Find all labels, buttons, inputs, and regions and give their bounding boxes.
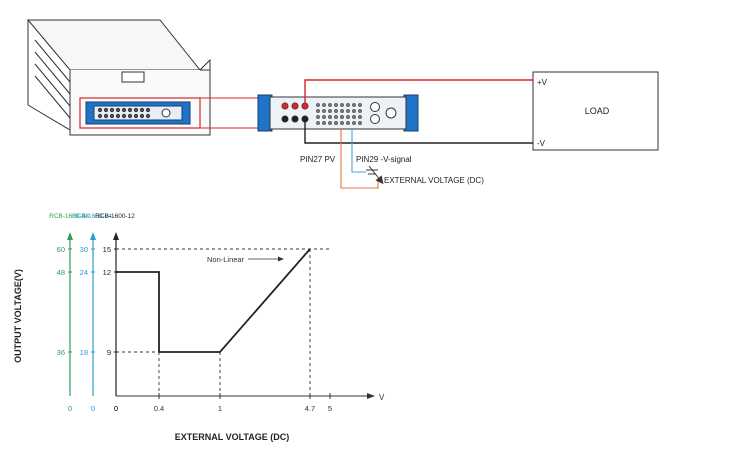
y-tick-label-rcb24: 18: [80, 348, 88, 357]
y-tick-label-rcb12: 0: [114, 404, 118, 413]
wiring: [304, 79, 533, 189]
connector-signal-pins: [316, 102, 363, 125]
y-axis-arrow-rcb12: [113, 232, 119, 240]
x-tick-label: 1: [218, 404, 222, 413]
y-tick-label-rcb48: 60: [57, 245, 65, 254]
y-axis-arrow-rcb24: [90, 232, 96, 240]
x-tick-label: 0: [114, 404, 118, 413]
y-tick-label-rcb12: 12: [103, 268, 111, 277]
y-tick-label-rcb24: 24: [80, 268, 88, 277]
zoom-callout-lines: [200, 97, 258, 129]
series-label-rcb12: RCB-1600-12: [95, 213, 135, 220]
x-axis-unit: V: [379, 393, 385, 402]
y-tick-label-rcb24: 30: [80, 245, 88, 254]
power-supply-illustration: [26, 19, 211, 136]
y-tick-label-rcb48: 0: [68, 404, 72, 413]
connector-black-pins: [281, 115, 309, 123]
external-voltage-source-symbol: [366, 165, 384, 185]
minus-v-label: -V: [537, 139, 546, 148]
y-tick-label-rcb12: 15: [103, 245, 111, 254]
y-tick-label-rcb48: 36: [57, 348, 65, 357]
psu-connector-pins: [97, 107, 171, 119]
output-voltage-chart: RCB-1600-48 0 36 48 60 RCB-1600-24 0 18 24 30 RCB-…: [13, 213, 385, 442]
positive-wire: [304, 79, 533, 106]
negative-wire: [304, 119, 533, 144]
non-linear-annotation-arrow: [278, 256, 284, 262]
pin29-label: PIN29 -V-signal: [356, 155, 412, 164]
load-box: [532, 71, 659, 151]
load-label: LOAD: [585, 106, 610, 116]
y-tick-label-rcb12: 9: [107, 348, 111, 357]
series-label-rcb48: RCB-1600-48: [49, 213, 89, 220]
output-voltage-line: [116, 248, 311, 353]
connector-red-pins: [281, 102, 309, 110]
x-axis-title: EXTERNAL VOLTAGE (DC): [175, 432, 290, 442]
y-axis-arrow-rcb48: [67, 232, 73, 240]
y-tick-label-rcb48: 48: [57, 268, 65, 277]
x-tick-label: 5: [328, 404, 332, 413]
pin29-wire: [351, 129, 366, 173]
x-axis-arrow: [367, 393, 375, 399]
y-axis-title: OUTPUT VOLTAGE(V): [13, 269, 23, 363]
series-label-rcb24: RCB-1600-24: [72, 213, 112, 220]
plus-v-label: +V: [537, 78, 548, 87]
enlarged-connector: [257, 94, 419, 132]
pin27-label: PIN27 PV: [300, 155, 336, 164]
non-linear-annotation: Non-Linear: [207, 255, 245, 264]
x-tick-label: 0.4: [154, 404, 164, 413]
y-tick-label-rcb24: 0: [91, 404, 95, 413]
x-tick-label: 4.7: [305, 404, 315, 413]
external-voltage-source-label: EXTERNAL VOLTAGE (DC): [384, 176, 484, 185]
